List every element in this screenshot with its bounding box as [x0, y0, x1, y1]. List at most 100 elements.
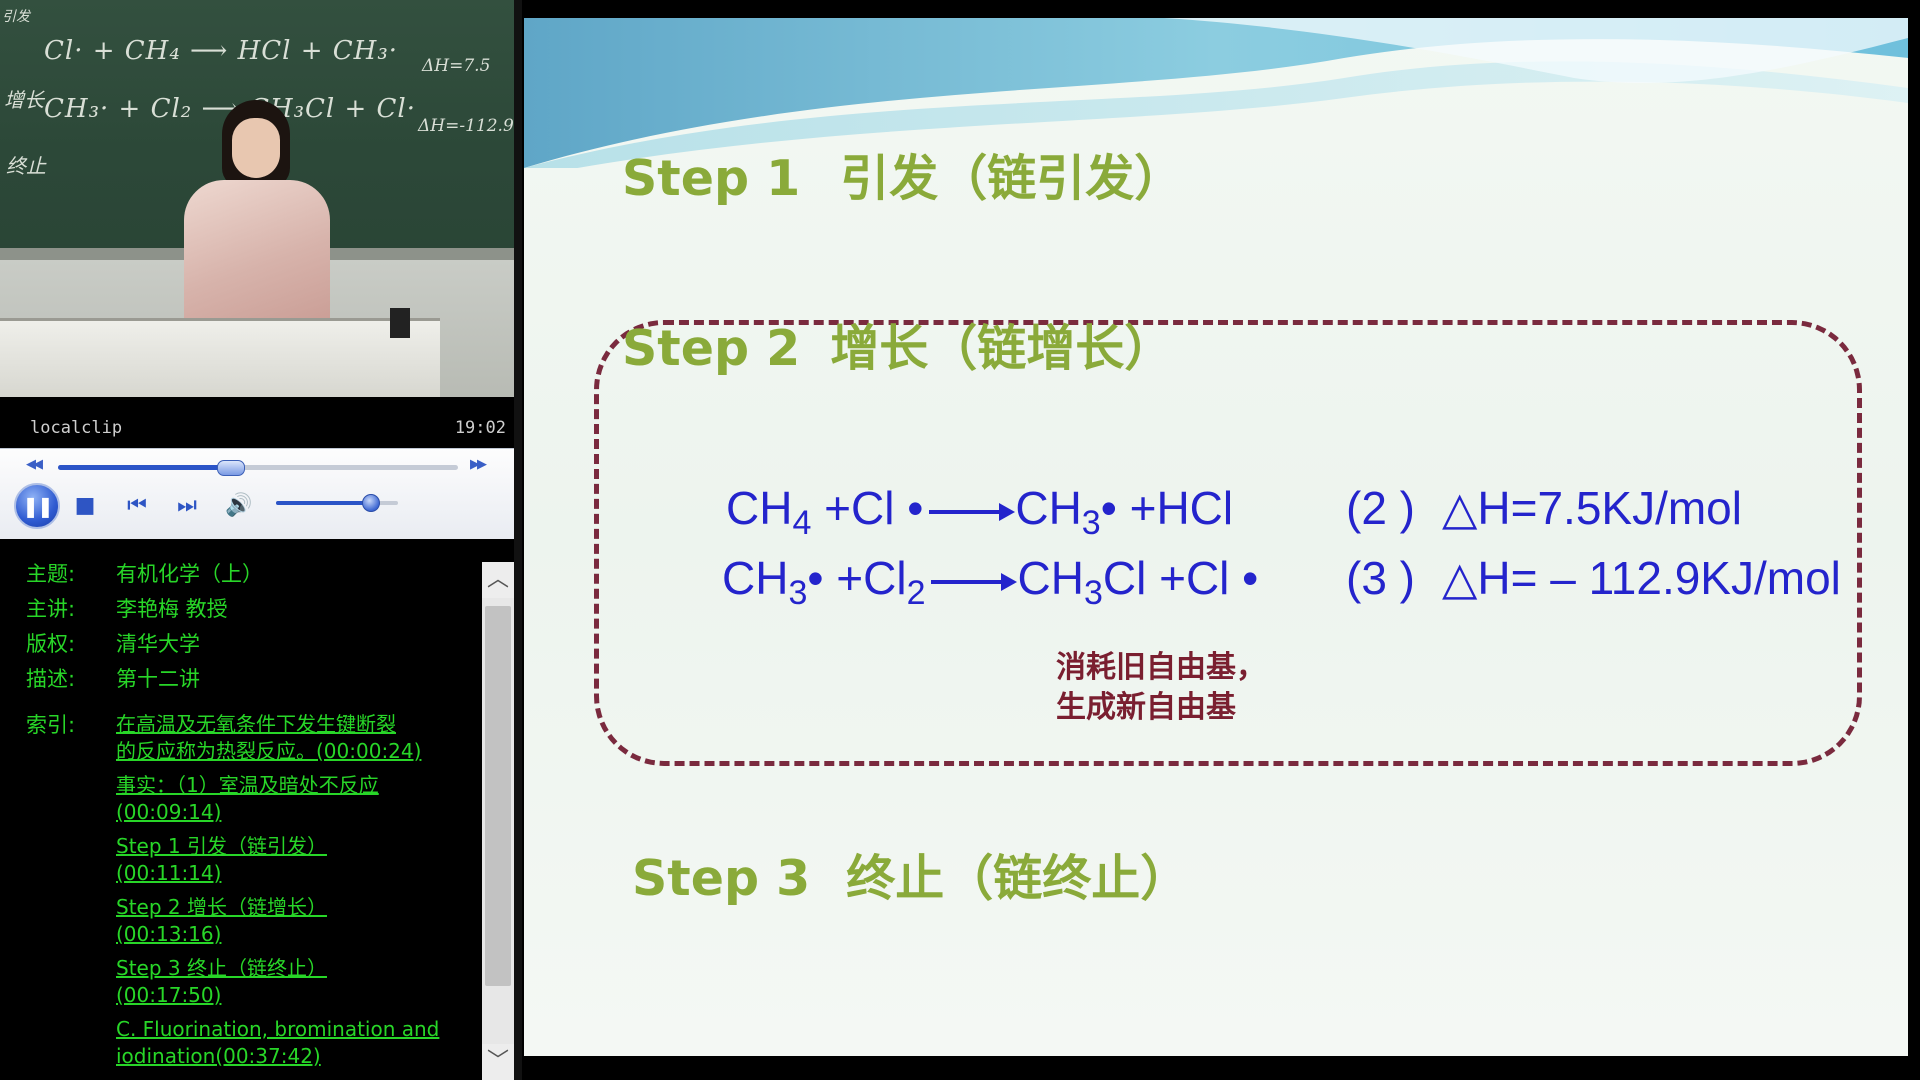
index-link-text: 事实：（1）室温及暗处不反应	[116, 773, 379, 797]
step1-heading: Step 1 引发（链引发）	[622, 150, 1183, 208]
stop-icon: ■	[74, 493, 96, 518]
panel-divider	[514, 0, 522, 1080]
volume-button[interactable]: 🔊	[224, 491, 254, 521]
eq-term: CH	[726, 482, 793, 534]
index-link-text: (00:13:16)	[116, 922, 222, 946]
volume-level	[276, 501, 372, 505]
video-source-label: localclip	[30, 418, 123, 438]
scroll-down-button[interactable]: ﹀	[482, 1044, 514, 1080]
info-label: 版权:	[26, 632, 76, 656]
eq-subscript: 4	[792, 504, 812, 542]
next-button[interactable]: ⏭	[172, 491, 202, 521]
index-link-text: Step 3 终止（链终止）	[116, 956, 327, 980]
step3-heading: Step 3 终止（链终止）	[632, 850, 1189, 908]
video-time: 19:02	[454, 418, 506, 438]
info-value: 有机化学（上）	[116, 562, 263, 586]
scroll-up-button[interactable]: ︿	[482, 562, 514, 598]
volume-slider[interactable]	[276, 494, 398, 512]
chevron-up-icon: ︿	[486, 567, 509, 592]
radical-note: 消耗旧自由基， 生成新自由基	[1056, 648, 1266, 728]
fast-forward-icon[interactable]: ▶▶	[470, 457, 487, 472]
eq-term: CH	[1017, 552, 1084, 604]
radical-note-line: 生成新自由基	[1056, 690, 1236, 725]
eq-subscript: 2	[906, 574, 926, 612]
eq-term: Cl +Cl •	[1102, 552, 1259, 604]
info-row-topic: 主题: 有机化学（上）	[26, 560, 263, 588]
step-text: 终止（链终止）	[846, 850, 1190, 907]
lecture-desk	[0, 318, 440, 397]
index-link-text: 在高温及无氧条件下发生键断裂	[116, 712, 396, 736]
equation-2-number: (2 )	[1346, 482, 1415, 534]
next-icon: ⏭	[177, 493, 197, 518]
chalk-dh-1: ΔH=7.5	[422, 56, 491, 76]
index-label: 索引:	[26, 713, 76, 737]
seek-progress	[58, 465, 230, 470]
reaction-arrow-icon	[931, 572, 1018, 591]
info-label: 描述:	[26, 667, 76, 691]
stop-button[interactable]: ■	[70, 491, 100, 521]
previous-button[interactable]: ⏮	[122, 491, 152, 521]
index-link[interactable]: 在高温及无氧条件下发生键断裂 的反应称为热裂反应。(00:00:24)	[116, 711, 476, 765]
step-number: Step 2	[622, 320, 801, 377]
index-link-text: C. Fluorination, bromination and	[116, 1017, 440, 1041]
eq-subscript: 3	[1081, 504, 1101, 542]
index-link[interactable]: C. Fluorination, bromination and iodinat…	[116, 1016, 476, 1070]
step2-highlight-box	[594, 320, 1862, 766]
step-text: 增长（链增长）	[830, 320, 1174, 377]
volume-thumb[interactable]	[362, 494, 381, 512]
index-link[interactable]: Step 2 增长（链增长） (00:13:16)	[116, 894, 476, 948]
video-frame[interactable]: 引发 Cl· + CH₄ ⟶ HCl + CH₃· ΔH=7.5 增长 CH₃·…	[0, 0, 514, 397]
index-list: 在高温及无氧条件下发生键断裂 的反应称为热裂反应。(00:00:24) 事实：（…	[116, 711, 476, 1077]
index-link-text: Step 1 引发（链引发）	[116, 834, 327, 858]
info-row-description: 描述: 第十二讲	[26, 665, 200, 693]
chalk-dh-2: ΔH=-112.9	[418, 116, 514, 136]
index-link-text: 的反应称为热裂反应。(00:00:24)	[116, 739, 422, 763]
step-text: 引发（链引发）	[840, 150, 1184, 207]
index-link[interactable]: Step 3 终止（链终止） (00:17:50)	[116, 955, 476, 1009]
eq-subscript: 3	[788, 574, 808, 612]
pause-icon: ❚❚	[22, 494, 53, 518]
reaction-arrow-icon	[929, 502, 1016, 521]
lecture-info-panel: 主题:有机化学（上） 主讲:李艳梅 教授 版权:清华大学 描述:第十二讲 索引:…	[0, 548, 480, 1080]
index-link-text: (00:17:50)	[116, 983, 222, 1007]
player-controls: ◀◀ ▶▶ ❚❚ ■ ⏮ ⏭ 🔊	[0, 448, 514, 539]
radical-note-line: 消耗旧自由基，	[1056, 650, 1266, 685]
lecturer-figure	[172, 100, 342, 335]
eq-term: +Cl •	[811, 482, 924, 534]
info-row-lecturer: 主讲: 李艳梅 教授	[26, 595, 228, 623]
index-link[interactable]: 事实：（1）室温及暗处不反应 (00:09:14)	[116, 772, 476, 826]
step2-heading: Step 2 增长（链增长）	[622, 320, 1173, 378]
pause-button[interactable]: ❚❚	[14, 483, 60, 529]
video-status-bar: localclip 19:02	[0, 412, 514, 442]
equation-3-number: (3 )	[1346, 552, 1415, 604]
chalk-corner-label: 引发	[2, 9, 30, 25]
eq-term: • +HCl	[1100, 482, 1234, 534]
seek-slider[interactable]	[58, 460, 458, 476]
info-value: 第十二讲	[116, 667, 200, 691]
info-scrollbar[interactable]: ︿ ﹀	[482, 562, 514, 1080]
equation-3-enthalpy: △H= – 112.9KJ/mol	[1442, 552, 1841, 604]
equation-2: CH4 +Cl •CH3• +HCl	[726, 480, 1234, 540]
chalk-label-3: 终止	[6, 154, 46, 178]
info-value: 李艳梅 教授	[116, 597, 228, 621]
chalk-label-2: 增长	[4, 88, 44, 112]
step-number: Step 1	[622, 150, 801, 207]
equation-2-enthalpy: △H=7.5KJ/mol	[1442, 482, 1742, 534]
desk-device	[390, 308, 410, 338]
index-link[interactable]: Step 1 引发（链引发） (00:11:14)	[116, 833, 476, 887]
scroll-thumb[interactable]	[485, 606, 511, 986]
slide-wave-banner	[524, 18, 1908, 168]
info-label: 主题:	[26, 562, 76, 586]
eq-term: CH	[1015, 482, 1082, 534]
previous-icon: ⏮	[127, 493, 147, 518]
rewind-icon[interactable]: ◀◀	[26, 457, 43, 472]
seek-thumb[interactable]	[217, 460, 245, 476]
info-label: 主讲:	[26, 597, 76, 621]
eq-subscript: 3	[1083, 574, 1103, 612]
index-link-text: (00:11:14)	[116, 861, 222, 885]
step-number: Step 3	[632, 850, 811, 907]
index-link-text: Step 2 增长（链增长）	[116, 895, 327, 919]
